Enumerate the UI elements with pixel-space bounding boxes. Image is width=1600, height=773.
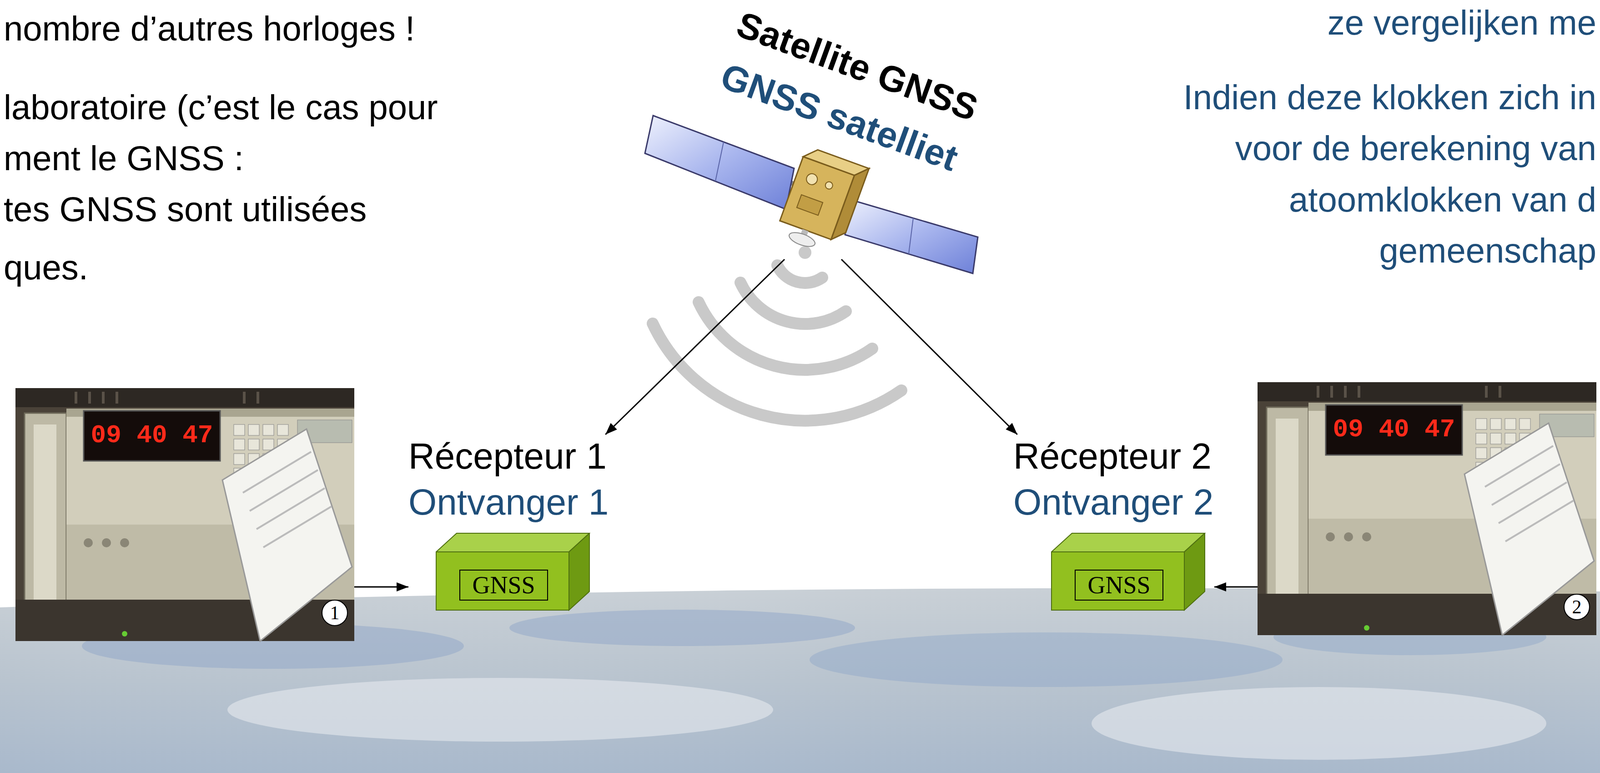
note-text: laboratoire (c’est le cas pour (3, 86, 438, 128)
box-face (1184, 533, 1205, 610)
box-face (436, 551, 569, 610)
arrow-connector (841, 259, 1018, 435)
arrow-connector (605, 259, 785, 435)
box-face (568, 533, 590, 610)
satellite-node: Satellite GNSSGNSS satelliet (645, 2, 987, 260)
note-text: ques. (3, 246, 89, 288)
note-text: tes GNSS sont utilisées (3, 188, 367, 230)
box-face (1051, 551, 1185, 610)
box-face (436, 533, 590, 552)
arrow-head (1005, 422, 1017, 435)
note-text: atoomklokken van d (1288, 178, 1597, 221)
clock-node: 09 40 47 2 (1257, 382, 1597, 635)
receiver-heading: Ontvanger 1 (408, 480, 609, 524)
note-text: ment le GNSS : (3, 137, 244, 179)
box-face (1051, 533, 1205, 552)
receiver-heading: Récepteur 2 (1013, 434, 1212, 478)
clock-display: 09 40 47 (83, 410, 221, 461)
note-text: gemeenschap (1379, 229, 1597, 272)
arrow-connector (1214, 582, 1258, 592)
receiver-label: GNSS (1074, 569, 1164, 601)
arrow-head (396, 582, 409, 592)
note-text: voor de berekening van (1235, 127, 1597, 169)
clock-photo (1257, 382, 1597, 635)
clock-photo (15, 387, 355, 641)
receiver-node: Récepteur 2Ontvanger 2 GNSS (1013, 434, 1215, 612)
receiver-heading: Ontvanger 2 (1013, 480, 1214, 524)
arrow-connector (354, 582, 409, 592)
clock-node: 09 40 47 1 (15, 387, 355, 641)
callout-number: 2 (1563, 593, 1590, 620)
receiver-label: GNSS (459, 569, 549, 601)
receiver-node: Récepteur 1Ontvanger 1 GNSS (408, 434, 610, 612)
connector-line (841, 259, 1018, 435)
signal-waves (652, 246, 902, 421)
connector-line (605, 259, 785, 435)
clock-display: 09 40 47 (1325, 404, 1463, 455)
receiver-heading: Récepteur 1 (408, 434, 607, 478)
arrow-head (1214, 582, 1227, 592)
note-text: Indien deze klokken zich in (1183, 76, 1597, 118)
callout-number: 1 (321, 599, 348, 626)
arrow-head (605, 422, 618, 435)
note-text: nombre d’autres horloges ! (3, 7, 415, 50)
note-text: ze vergelijken me (1327, 1, 1597, 44)
